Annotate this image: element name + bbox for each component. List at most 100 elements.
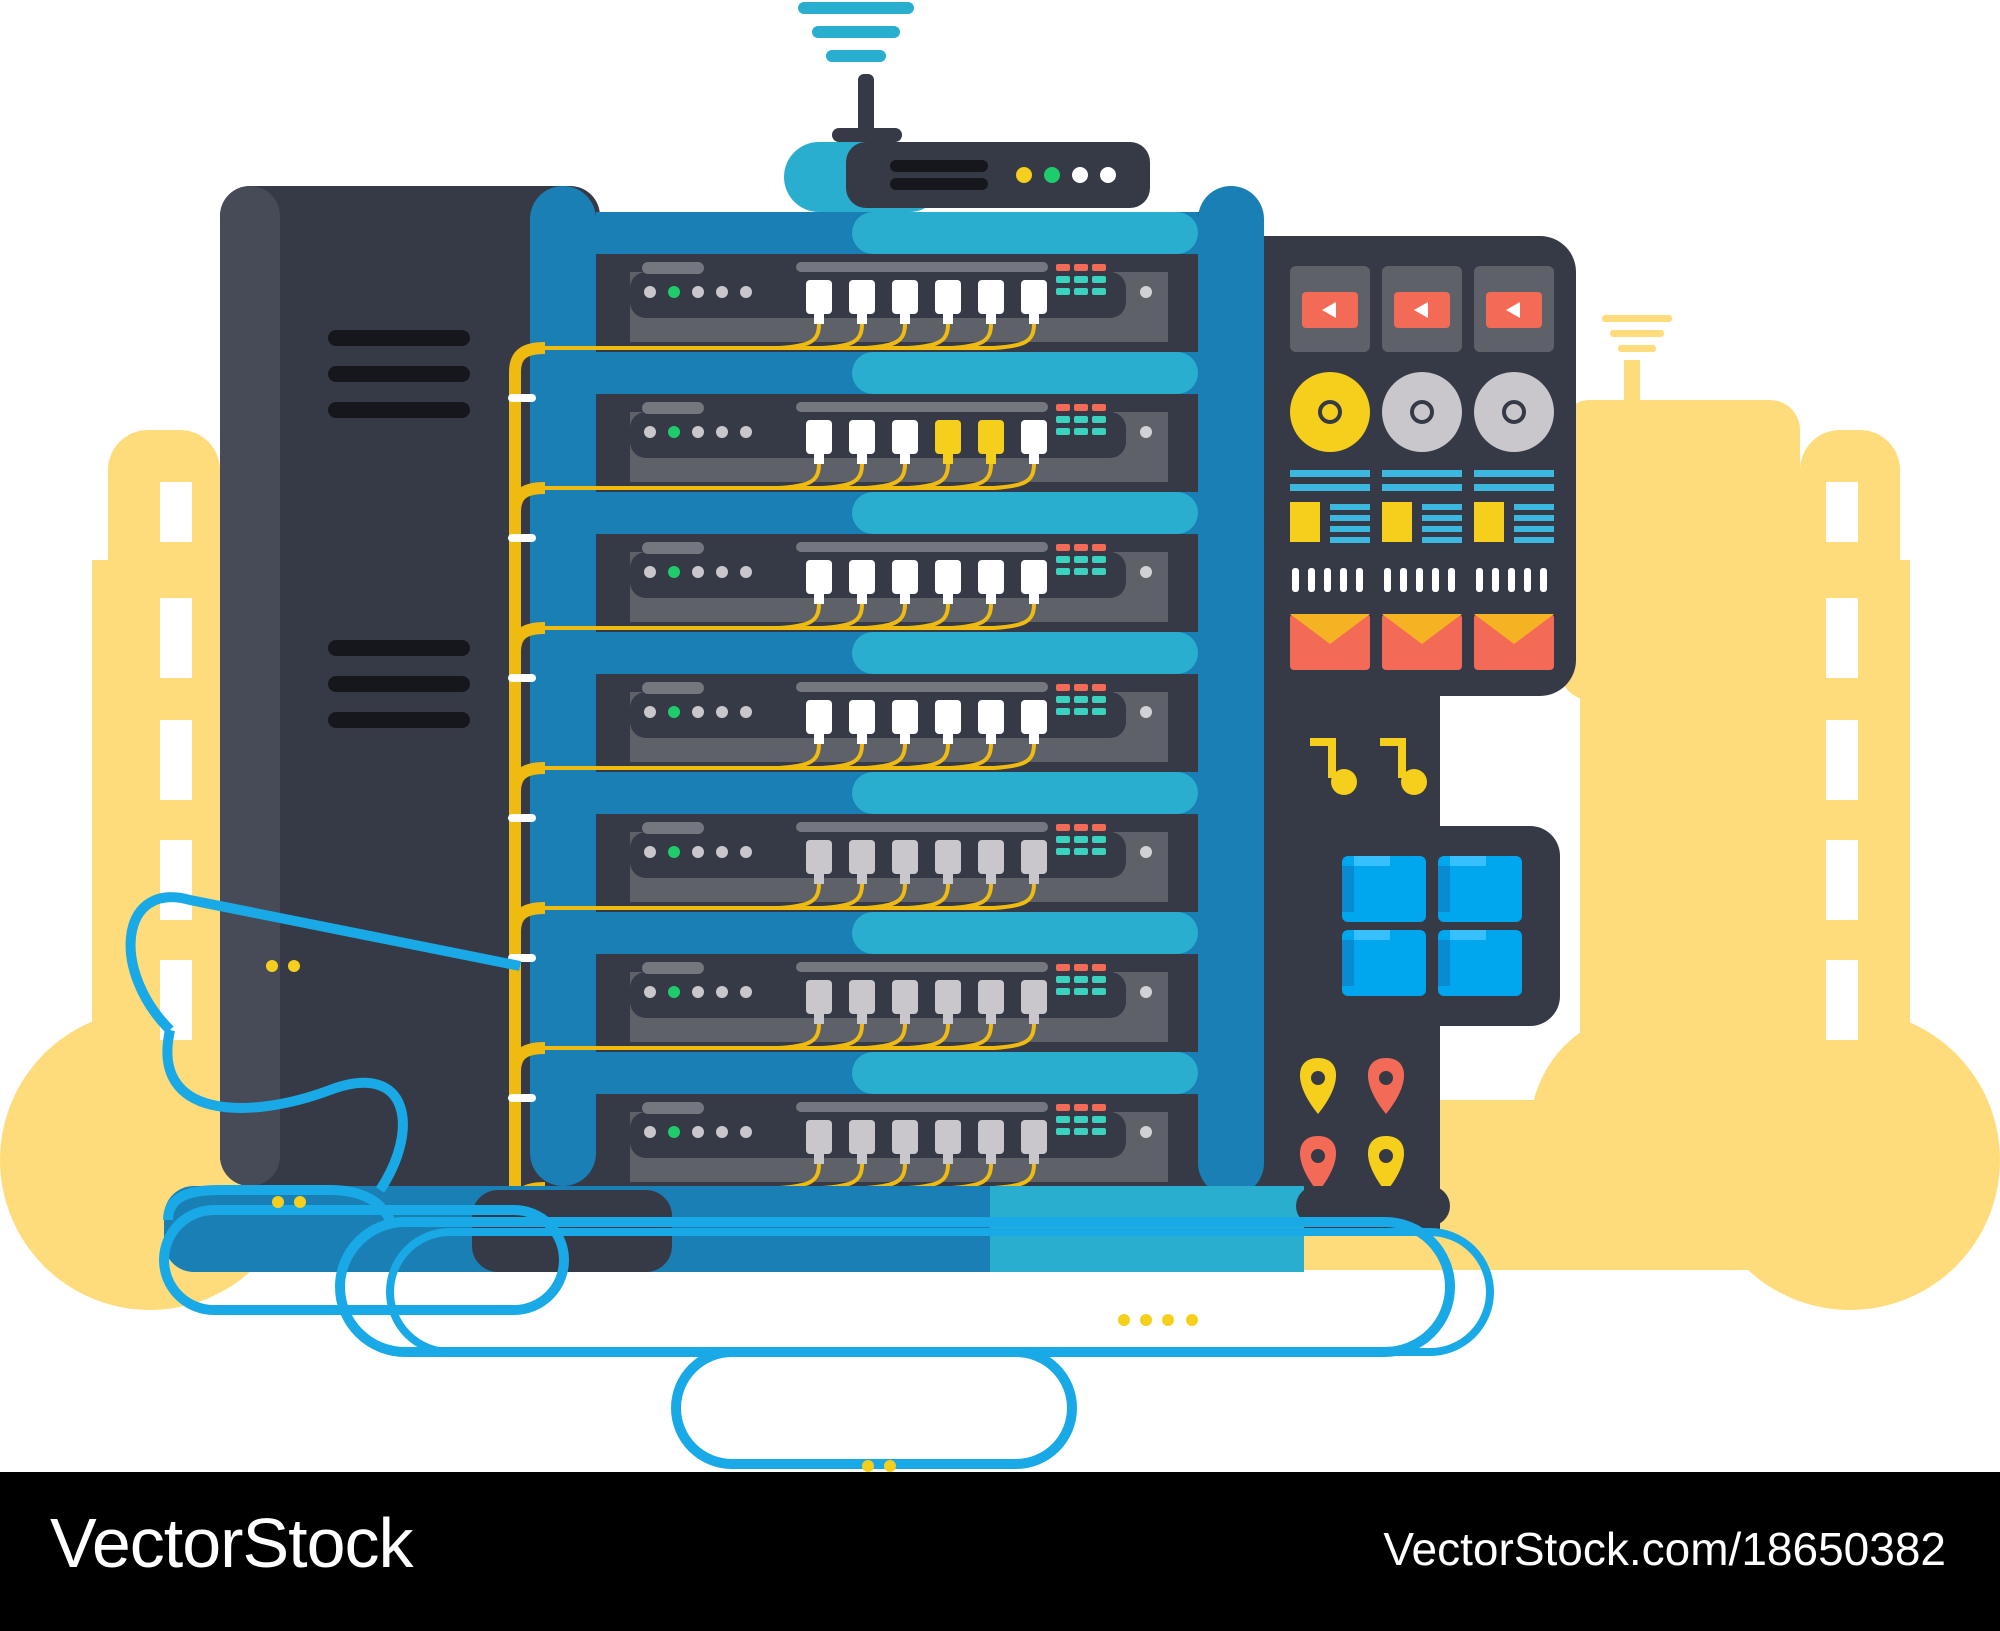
cable-tie — [508, 394, 536, 402]
indicator-light — [1074, 964, 1088, 971]
ethernet-plug — [1029, 734, 1039, 744]
location-pin-icon — [1299, 1058, 1337, 1114]
windows-icon — [1342, 856, 1522, 996]
ethernet-port — [892, 560, 918, 594]
cable-bundle — [509, 482, 546, 1186]
network-cables — [508, 323, 1036, 1242]
status-led — [692, 286, 704, 298]
indicator-light — [1074, 696, 1088, 703]
unit-screw — [1140, 286, 1152, 298]
indicator-light — [1074, 836, 1088, 843]
unit-label — [642, 682, 704, 694]
unit-label — [642, 1102, 704, 1114]
indicator-light — [1056, 988, 1070, 995]
ethernet-port — [849, 280, 875, 314]
indicator-light — [1056, 696, 1070, 703]
indicator-light — [1092, 556, 1106, 563]
video-icon — [1474, 266, 1554, 352]
side-cabinet — [220, 186, 600, 1186]
ethernet-plug — [986, 454, 996, 464]
status-led — [692, 986, 704, 998]
unit-label — [796, 542, 1048, 552]
ethernet-port — [849, 560, 875, 594]
ethernet-port — [978, 840, 1004, 874]
indicator-light — [1092, 684, 1106, 691]
ethernet-plug — [1029, 874, 1039, 884]
ethernet-plug — [1029, 1014, 1039, 1024]
ethernet-port — [935, 980, 961, 1014]
connector-dot — [1186, 1314, 1198, 1326]
mail-icon — [1290, 614, 1370, 670]
music-note-icon — [1310, 738, 1357, 795]
router-led — [1100, 167, 1116, 183]
indicator-light — [1092, 836, 1106, 843]
connector-dot — [272, 1196, 284, 1208]
status-led — [668, 1126, 680, 1138]
patch-cable — [545, 323, 1036, 350]
indicator-light — [1056, 848, 1070, 855]
unit-label — [796, 262, 1048, 272]
ethernet-plug — [943, 454, 953, 464]
status-led — [716, 426, 728, 438]
ethernet-port — [1021, 560, 1047, 594]
indicator-light — [1092, 288, 1106, 295]
indicator-light — [1074, 416, 1088, 423]
ethernet-plug — [986, 734, 996, 744]
ethernet-plug — [1029, 1154, 1039, 1164]
router — [784, 2, 1150, 212]
ethernet-port — [935, 1120, 961, 1154]
status-led — [740, 846, 752, 858]
indicator-light — [1056, 976, 1070, 983]
unit-label — [796, 402, 1048, 412]
ethernet-plug — [814, 454, 824, 464]
ethernet-port — [892, 280, 918, 314]
unit-label — [642, 402, 704, 414]
ethernet-plug — [814, 594, 824, 604]
ethernet-plug — [943, 314, 953, 324]
unit-rail-highlight — [852, 1052, 1198, 1094]
indicator-light — [1056, 264, 1070, 271]
document-icon — [1382, 470, 1462, 543]
indicator-light — [1056, 288, 1070, 295]
status-led — [692, 566, 704, 578]
ethernet-port — [806, 980, 832, 1014]
disc-icon — [1382, 372, 1462, 452]
indicator-light — [1092, 976, 1106, 983]
ethernet-plug — [814, 734, 824, 744]
connector-dot — [294, 1196, 306, 1208]
patch-cable — [545, 883, 1036, 910]
indicator-light — [1074, 708, 1088, 715]
ethernet-port — [806, 560, 832, 594]
indicator-light — [1074, 988, 1088, 995]
status-led — [716, 1126, 728, 1138]
indicator-light — [1092, 848, 1106, 855]
rack-unit — [596, 632, 1198, 762]
ethernet-plug — [943, 734, 953, 744]
indicator-light — [1056, 556, 1070, 563]
ethernet-plug — [814, 874, 824, 884]
indicator-light — [1056, 1104, 1070, 1111]
indicator-light — [1056, 684, 1070, 691]
indicator-light — [1092, 708, 1106, 715]
unit-screw — [1140, 1126, 1152, 1138]
unit-rail-highlight — [852, 492, 1198, 534]
unit-label — [642, 542, 704, 554]
ethernet-port — [892, 980, 918, 1014]
indicator-light — [1092, 1104, 1106, 1111]
ethernet-plug — [900, 454, 910, 464]
indicator-light — [1092, 1128, 1106, 1135]
patch-cable — [545, 463, 1036, 490]
indicator-light — [1092, 696, 1106, 703]
ethernet-plug — [943, 594, 953, 604]
status-led — [644, 286, 656, 298]
indicator-light — [1056, 428, 1070, 435]
unit-label — [796, 962, 1048, 972]
wifi-icon — [798, 2, 914, 62]
cable-tie — [508, 534, 536, 542]
indicator-light — [1092, 544, 1106, 551]
unit-label — [796, 1102, 1048, 1112]
ethernet-plug — [986, 874, 996, 884]
music-note-icon — [1380, 738, 1427, 795]
ethernet-plug — [986, 314, 996, 324]
unit-label — [642, 822, 704, 834]
